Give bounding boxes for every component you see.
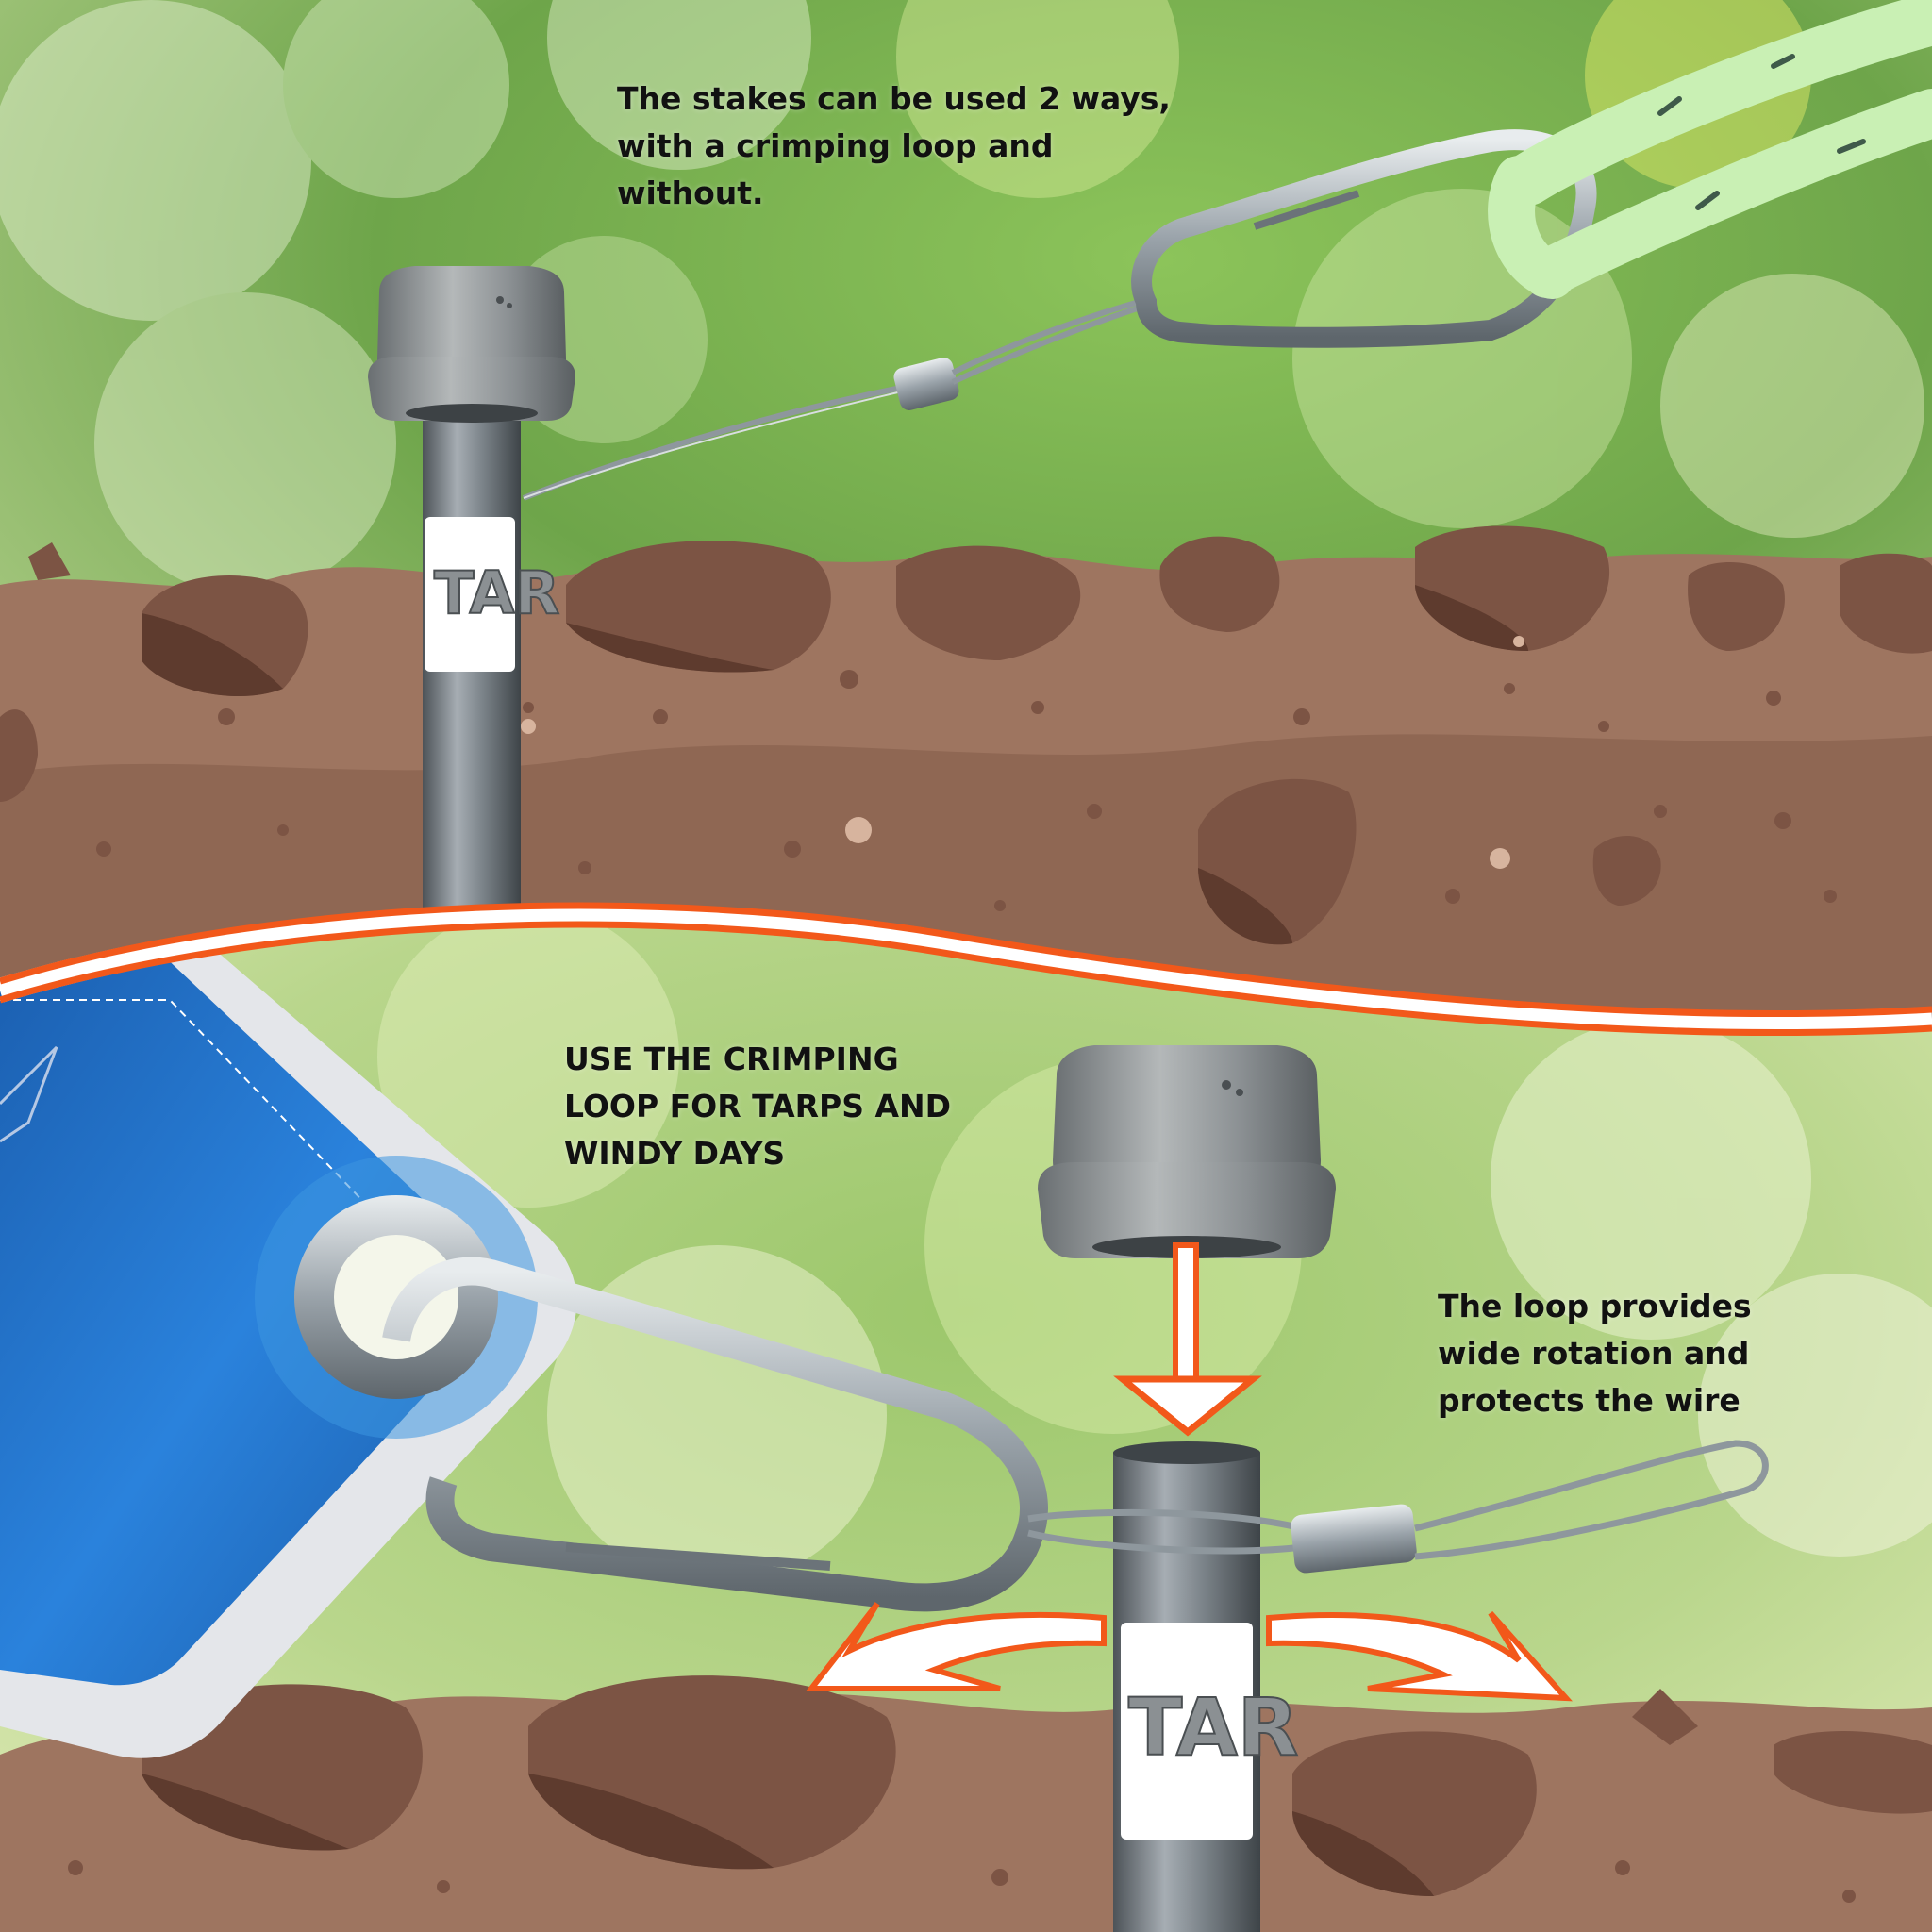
caption-mid-line-3: WINDY DAYS [564, 1135, 786, 1172]
rotate-right-arrow-icon [1266, 1611, 1573, 1702]
bokeh-lights-lower [377, 915, 1932, 1585]
caption-loop-rotation: The loop provides wide rotation and prot… [1438, 1283, 1752, 1424]
stake-upper-brand-label: TAR [434, 558, 559, 627]
caption-top-line-1: The stakes can be used 2 ways, [617, 80, 1171, 117]
caption-top-line-2: with a crimping loop and [617, 127, 1054, 164]
lower-wire-assembly [1027, 1440, 1769, 1574]
stake-lower-brand-label: TAR [1128, 1681, 1298, 1774]
upper-wire-assembly [522, 129, 1597, 501]
caption-right-line-3: protects the wire [1438, 1382, 1740, 1419]
caption-crimping-loop: USE THE CRIMPING LOOP FOR TARPS AND WIND… [564, 1036, 951, 1177]
tarp [0, 943, 577, 1758]
caption-right-line-2: wide rotation and [1438, 1335, 1750, 1372]
stake-cap [1038, 1045, 1336, 1258]
caption-mid-line-1: USE THE CRIMPING [564, 1041, 899, 1077]
caption-top-line-3: without. [617, 175, 764, 211]
caption-mid-line-2: LOOP FOR TARPS AND [564, 1088, 952, 1124]
caption-right-line-1: The loop provides [1438, 1288, 1752, 1324]
rotate-left-arrow-icon [805, 1602, 1107, 1691]
rope [1488, 0, 1932, 299]
soil-lower [0, 1675, 1932, 1932]
panel-divider [0, 902, 1932, 1037]
arrow-down-icon [1113, 1242, 1262, 1437]
caption-usage-ways: The stakes can be used 2 ways, with a cr… [617, 75, 1171, 217]
stake-lower: TAR [1113, 1441, 1299, 1932]
bottom-panel: TAR [0, 915, 1932, 1932]
